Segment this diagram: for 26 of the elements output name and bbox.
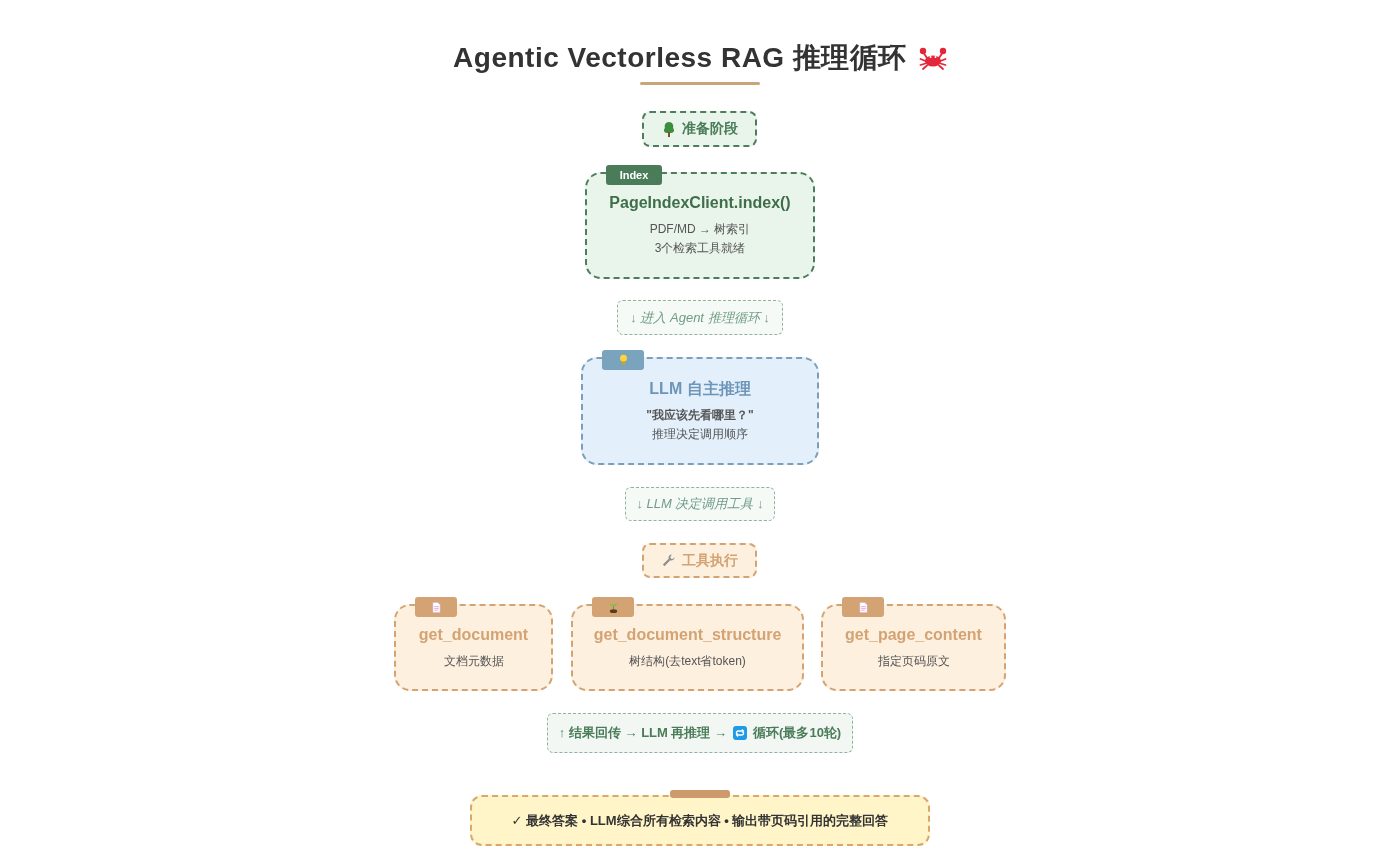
box-text: 指定页码原文 <box>877 652 950 670</box>
box-text: 3个检索工具就绪 <box>654 240 746 257</box>
tab-label: Index <box>606 165 662 185</box>
stage-box <box>642 543 757 578</box>
note-box <box>625 487 775 521</box>
box-title: LLM 自主推理 <box>649 378 751 399</box>
answer-text: ✓ 最终答案 • LLM综合所有检索内容 • 输出带页码引用的完整回答 <box>511 811 889 830</box>
note-text: ↑ 结果回传 → LLM 再推理 → <box>558 724 728 742</box>
box-text: 推理决定调用顺序 <box>652 425 748 443</box>
box-text: 树结构(去text省token) <box>629 652 746 670</box>
stage-box <box>642 111 757 147</box>
quote-text: "我应该先看哪里？" <box>646 406 754 424</box>
note-text: ↓ LLM 决定调用工具 ↓ <box>636 495 764 513</box>
box-title: get_document <box>418 624 529 645</box>
note-text: 循环(最多10轮) <box>753 724 842 742</box>
box-text: PDF/MD → 树索引 <box>649 221 751 238</box>
box-text: 文档元数据 <box>443 652 504 670</box>
stage-label: 准备阶段 <box>681 120 738 138</box>
loop-note-box <box>547 713 853 753</box>
note-box <box>617 300 783 335</box>
box-title: get_document_structure <box>593 624 782 645</box>
box-title: PageIndexClient.index() <box>609 193 791 213</box>
stage-label: 工具执行 <box>682 551 738 570</box>
box-title: get_page_content <box>845 624 982 645</box>
title: Agentic Vectorless RAG 推理循环 <box>453 41 907 75</box>
note-text: ↓ 进入 Agent 推理循环 ↓ <box>630 308 770 327</box>
